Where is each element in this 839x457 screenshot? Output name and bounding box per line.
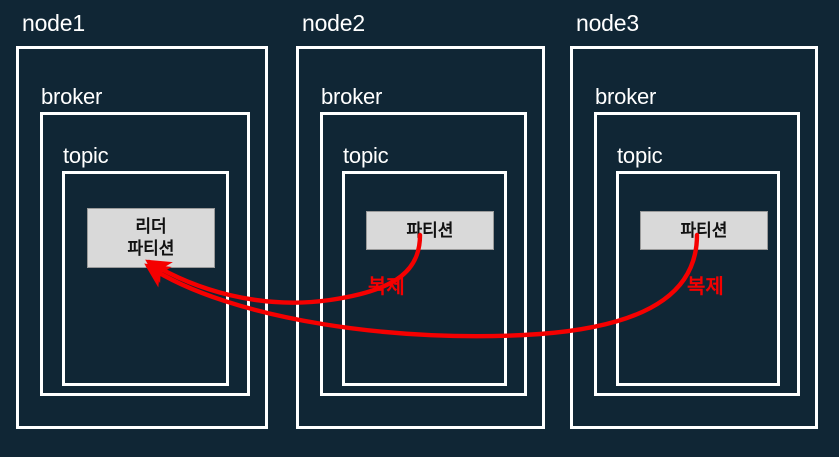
node1-topic-box: 리더 파티션	[62, 171, 229, 386]
node1-broker-box: topic 리더 파티션	[40, 112, 250, 396]
node1-box: broker topic 리더 파티션	[16, 46, 268, 429]
node3-partition[interactable]: 파티션	[640, 211, 768, 250]
node3-topic-label: topic	[617, 143, 663, 168]
node1-label: node1	[22, 10, 85, 36]
node1-topic-label: topic	[63, 143, 109, 168]
node3-box: broker topic 파티션	[570, 46, 818, 429]
node2-topic-label: topic	[343, 143, 389, 168]
node2-box: broker topic 파티션	[296, 46, 545, 429]
node2-partition[interactable]: 파티션	[366, 211, 494, 250]
replication-label-node3: 복제	[687, 276, 724, 298]
node2-topic-box: 파티션	[342, 171, 507, 386]
node2-label: node2	[302, 10, 365, 36]
node3-broker-label: broker	[595, 84, 657, 109]
node1-leader-partition[interactable]: 리더 파티션	[87, 208, 215, 268]
node2-broker-box: topic 파티션	[320, 112, 527, 396]
node3-label: node3	[576, 10, 639, 36]
node2-broker-label: broker	[321, 84, 383, 109]
node1-broker-label: broker	[41, 84, 103, 109]
replication-label-node2: 복제	[368, 276, 405, 298]
node3-broker-box: topic 파티션	[594, 112, 800, 396]
